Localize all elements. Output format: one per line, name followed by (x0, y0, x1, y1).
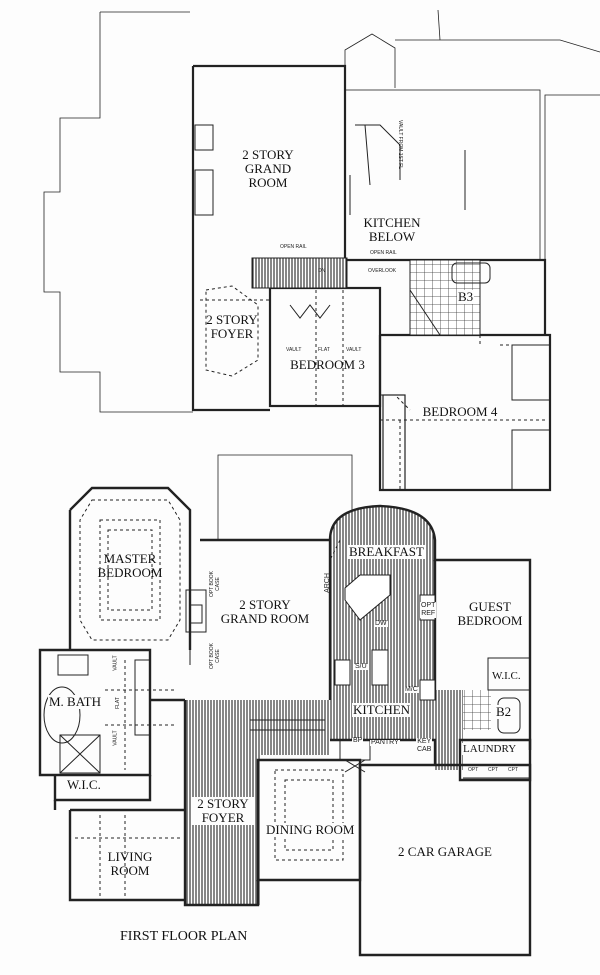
second-floor-details (194, 89, 551, 491)
room-label-bedroom-3: BEDROOM 3 (290, 357, 365, 372)
dishwasher-label: DW (374, 620, 388, 627)
room-label-dining-room: DINING ROOM (265, 822, 356, 837)
room-label-guest-bedroom: GUEST BEDROOM (457, 599, 523, 628)
su-label: S/U (354, 663, 368, 670)
mc-label: M/C (404, 686, 419, 693)
room-label-b2: B2 (495, 704, 513, 719)
open-rail-label-2: OPEN RAIL (370, 250, 397, 256)
first-floor-details (43, 499, 531, 900)
room-label-living-room: LIVING ROOM (107, 849, 153, 878)
second-floor-walls (191, 64, 552, 492)
master-vault-label-a: VAULT (112, 655, 119, 671)
bookcase-label-1: OPT BOOK CASE (209, 570, 221, 598)
room-label-laundry: LAUNDRY (462, 743, 518, 755)
room-label-b3: B3 (457, 289, 475, 304)
room-label-kitchen-below: KITCHEN BELOW (363, 215, 421, 244)
room-label-master-bedroom: MASTER BEDROOM (97, 551, 163, 580)
plan-caption: FIRST FLOOR PLAN (120, 929, 248, 944)
vault-note-label: VAULT FROM 1ST FL (397, 120, 403, 170)
opt-ref-label: OPT REF (420, 602, 437, 618)
arch-label: ARCH (323, 573, 331, 593)
opt-cabinet-label-1: OPT (468, 767, 479, 773)
first-floor-ghost-outline (217, 454, 353, 540)
room-label-breakfast: BREAKFAST (348, 544, 425, 559)
master-vault-label-b: VAULT (112, 730, 119, 746)
flat-label: FLAT (318, 347, 330, 353)
opt-cabinet-label-2: CPT (488, 767, 498, 773)
room-label-kitchen: KITCHEN (352, 702, 412, 717)
vault-label-b: VAULT (346, 347, 362, 353)
room-label-2nd-grand-room: 2 STORY GRAND ROOM (242, 147, 294, 190)
pantry-label: PANTRY (370, 739, 400, 746)
vault-label-a: VAULT (286, 347, 302, 353)
second-floor-ghost-outline (43, 9, 600, 413)
stair-down-label: DN (318, 268, 326, 274)
bookcase-label-2: OPT BOOK CASE (209, 642, 221, 670)
key-cab-label: KEY CAB (416, 738, 433, 754)
room-label-bedroom-4: BEDROOM 4 (422, 404, 498, 419)
room-label-1st-foyer: 2 STORY FOYER (192, 797, 254, 825)
room-label-master-bath: M. BATH (48, 694, 103, 709)
master-flat-label: FLAT (114, 697, 121, 709)
room-label-1st-grand-room: 2 STORY GRAND ROOM (220, 597, 310, 626)
room-label-2nd-foyer: 2 STORY FOYER (206, 312, 258, 341)
bp-label: BP (352, 737, 364, 744)
room-label-master-wic: W.I.C. (66, 777, 102, 792)
room-label-guest-wic: W.I.C. (492, 670, 521, 682)
opt-cabinet-label-3: CPT (508, 767, 518, 773)
room-label-garage: 2 CAR GARAGE (398, 844, 492, 859)
overlook-label: OVERLOOK (368, 268, 397, 274)
open-rail-label-1: OPEN RAIL (280, 244, 307, 250)
